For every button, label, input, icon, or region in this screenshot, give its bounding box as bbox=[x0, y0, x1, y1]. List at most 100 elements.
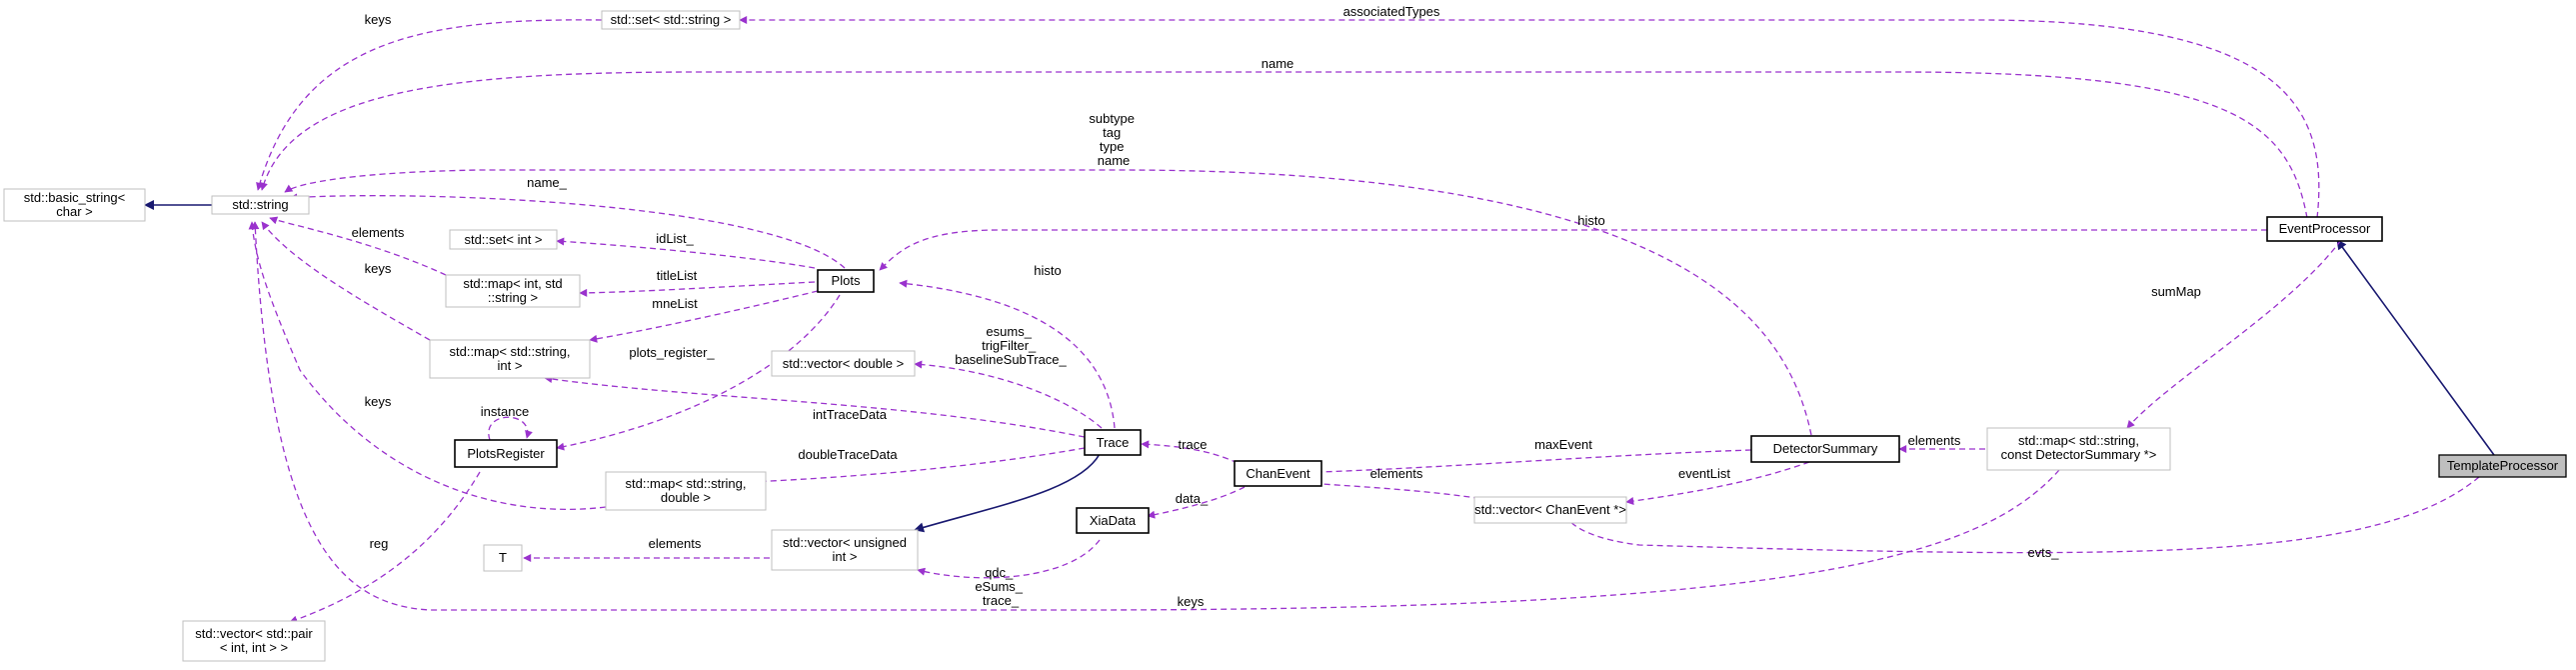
node-std-vector-chanevent[interactable]: std::vector< ChanEvent *> bbox=[1473, 496, 1627, 524]
svg-text:std::vector< ChanEvent *>: std::vector< ChanEvent *> bbox=[1474, 502, 1626, 517]
svg-text:mneList: mneList bbox=[652, 296, 698, 311]
node-plots[interactable]: Plots bbox=[817, 269, 875, 293]
edge-trace-to-map-string-double bbox=[699, 447, 1086, 488]
svg-text:name: name bbox=[1262, 56, 1294, 71]
edge-label: histo bbox=[1577, 213, 1604, 228]
svg-text:std::vector< std::pair< int, i: std::vector< std::pair< int, int > > bbox=[195, 626, 313, 655]
edge-label: histo bbox=[1034, 263, 1061, 278]
edge-event-processor-to-string-name bbox=[260, 71, 2308, 219]
svg-text:subtype tag ty: subtype tag type name bbox=[1089, 111, 1138, 168]
edge-vector-chanevent-to-chanevent bbox=[1290, 478, 1490, 501]
svg-text:elements: elements bbox=[1370, 466, 1423, 481]
edge-plots-to-set-int bbox=[556, 237, 816, 269]
node-template-processor[interactable]: TemplateProcessor bbox=[2438, 454, 2567, 478]
edge-label: name bbox=[1262, 56, 1294, 71]
svg-text:histo: histo bbox=[1034, 263, 1061, 278]
svg-text:std::basic_string<char >: std::basic_string<char > bbox=[24, 190, 126, 219]
edge-label: data_ bbox=[1176, 491, 1209, 506]
edge-label: elements bbox=[649, 536, 702, 551]
edge-label: keys bbox=[365, 12, 392, 27]
svg-text:T: T bbox=[499, 550, 507, 565]
edge-label: elements bbox=[1370, 466, 1423, 481]
node-std-map-int-string[interactable]: std::map< int, std::string > bbox=[445, 274, 581, 308]
node-xiadata[interactable]: XiaData bbox=[1076, 507, 1150, 534]
node-std-basic-string[interactable]: std::basic_string<char > bbox=[3, 188, 146, 222]
edge-template-processor-to-vector-chanevent bbox=[1563, 476, 2480, 554]
svg-text:keys: keys bbox=[365, 12, 392, 27]
svg-text:TemplateProcessor: TemplateProcessor bbox=[2447, 458, 2559, 473]
svg-text:std::map< int, std::string >: std::map< int, std::string > bbox=[463, 276, 562, 305]
node-detector-summary[interactable]: DetectorSummary bbox=[1750, 435, 1900, 463]
edge-detector-summary-to-vector-chanevent bbox=[1625, 461, 1810, 505]
edge-plots-to-map-string-int bbox=[589, 290, 819, 343]
svg-text:idList_: idList_ bbox=[656, 231, 694, 246]
edge-event-processor-to-map-detsum bbox=[2126, 239, 2342, 429]
edge-plots-to-string bbox=[289, 193, 846, 269]
edge-event-processor-to-template-processor bbox=[2336, 239, 2495, 456]
edge-label: maxEvent bbox=[1534, 437, 1592, 452]
svg-text:maxEvent: maxEvent bbox=[1534, 437, 1592, 452]
svg-text:trace: trace bbox=[1179, 437, 1208, 452]
edge-chanevent-to-xiadata bbox=[1147, 486, 1246, 519]
edge-label: elements bbox=[352, 225, 405, 240]
edge-label: subtype tag type name bbox=[1089, 111, 1138, 168]
svg-text:eventList: eventList bbox=[1678, 466, 1730, 481]
edge-map-string-double-to-string bbox=[248, 221, 607, 510]
edge-plots-to-plots-register bbox=[556, 294, 841, 451]
edge-label: sumMap bbox=[2151, 284, 2201, 299]
edge-label: titleList bbox=[657, 268, 698, 283]
node-std-set-int[interactable]: std::set< int > bbox=[449, 229, 558, 250]
edge-label: intTraceData bbox=[813, 407, 888, 422]
node-std-set-string[interactable]: std::set< std::string > bbox=[601, 10, 741, 30]
edge-label: keys bbox=[365, 261, 392, 276]
svg-text:name_: name_ bbox=[527, 175, 568, 190]
svg-text:Plots: Plots bbox=[832, 273, 861, 288]
svg-text:XiaData: XiaData bbox=[1090, 513, 1137, 528]
node-chanevent[interactable]: ChanEvent bbox=[1234, 460, 1322, 487]
edge-label: doubleTraceData bbox=[798, 447, 898, 462]
svg-text:keys: keys bbox=[1178, 594, 1205, 609]
node-trace[interactable]: Trace bbox=[1084, 429, 1142, 456]
edge-event-processor-to-plots bbox=[879, 229, 2267, 271]
svg-text:data_: data_ bbox=[1176, 491, 1209, 506]
svg-text:intTraceData: intTraceData bbox=[813, 407, 888, 422]
node-std-map-string-double[interactable]: std::map< std::string,double > bbox=[605, 471, 767, 511]
svg-text:ChanEvent: ChanEvent bbox=[1246, 466, 1310, 481]
svg-text:instance: instance bbox=[481, 404, 529, 419]
node-plots-register[interactable]: PlotsRegister bbox=[454, 439, 558, 468]
svg-text:sumMap: sumMap bbox=[2151, 284, 2201, 299]
svg-text:Trace: Trace bbox=[1097, 435, 1130, 450]
node-event-processor[interactable]: EventProcessor bbox=[2266, 216, 2383, 242]
edge-label: esums_ trigFilter_ baselineSubTrace_ bbox=[955, 324, 1067, 367]
node-std-vector-pair[interactable]: std::vector< std::pair< int, int > > bbox=[182, 620, 326, 662]
svg-text:DetectorSummary: DetectorSummary bbox=[1773, 441, 1878, 456]
svg-text:std::string: std::string bbox=[232, 197, 288, 212]
node-std-map-detector-summary[interactable]: std::map< std::string,const DetectorSumm… bbox=[1986, 427, 2171, 471]
edge-label: instance bbox=[481, 404, 529, 419]
svg-text:std::map< std::string,const De: std::map< std::string,const DetectorSumm… bbox=[2001, 433, 2157, 462]
edge-plots-register-to-vector-pair bbox=[289, 471, 481, 624]
svg-text:std::set< std::string >: std::set< std::string > bbox=[611, 12, 732, 27]
svg-text:doubleTraceData: doubleTraceData bbox=[798, 447, 898, 462]
svg-text:std::map< std::string,int >: std::map< std::string,int > bbox=[449, 344, 570, 373]
edge-label: trace bbox=[1179, 437, 1208, 452]
node-std-string[interactable]: std::string bbox=[211, 195, 310, 215]
svg-text:reg: reg bbox=[370, 536, 389, 551]
edge-trace-to-vector-double bbox=[914, 360, 1103, 429]
node-T[interactable]: T bbox=[483, 544, 523, 572]
edge-plots-register-to-self bbox=[488, 416, 533, 441]
node-std-vector-double[interactable]: std::vector< double > bbox=[771, 350, 916, 377]
node-std-map-string-int[interactable]: std::map< std::string,int > bbox=[429, 339, 591, 379]
edge-label: name_ bbox=[527, 175, 568, 190]
edge-detector-summary-to-string bbox=[284, 169, 1812, 436]
svg-text:EventProcessor: EventProcessor bbox=[2279, 221, 2371, 236]
svg-text:elements: elements bbox=[649, 536, 702, 551]
svg-text:std::set< int >: std::set< int > bbox=[464, 232, 542, 247]
edge-map-string-int-to-string bbox=[261, 221, 431, 341]
edge-detector-summary-to-chanevent bbox=[1290, 449, 1752, 477]
svg-text:keys: keys bbox=[365, 261, 392, 276]
svg-text:plots_register_: plots_register_ bbox=[629, 345, 715, 360]
edge-trace-to-plots bbox=[899, 279, 1116, 429]
